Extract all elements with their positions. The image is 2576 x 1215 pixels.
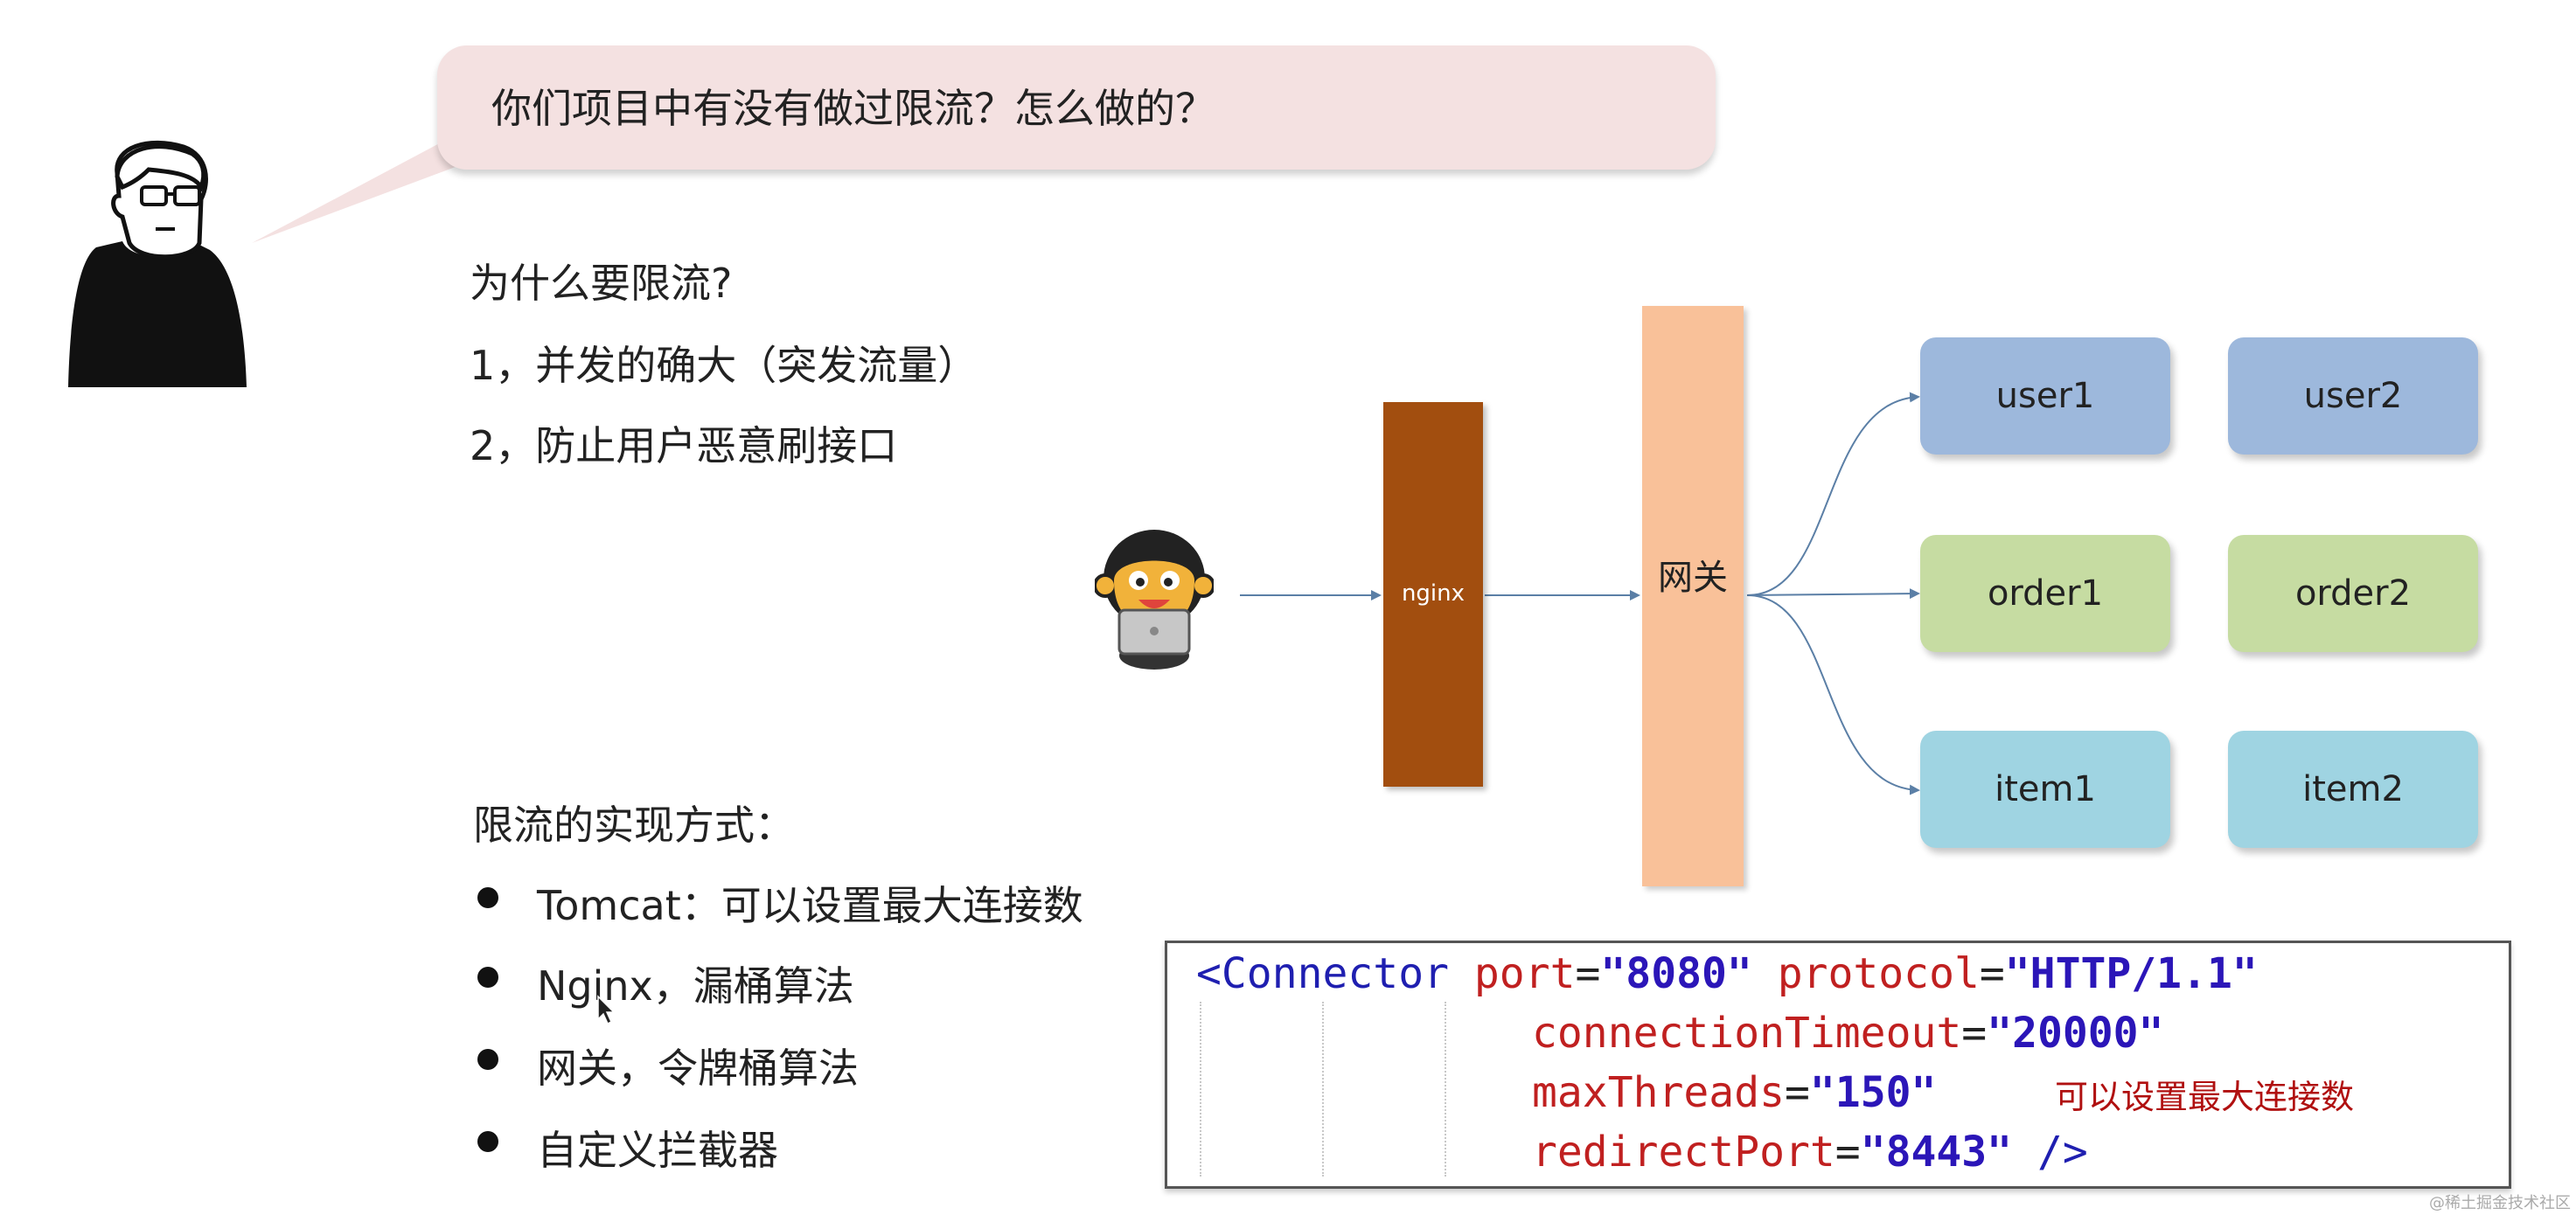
service-order1: order1 — [1920, 535, 2170, 652]
bullet-dot — [477, 1131, 498, 1152]
nginx-box — [1383, 402, 1483, 787]
code-timeout-val: "20000" — [1987, 1009, 2164, 1058]
methods-heading: 限流的实现方式： — [473, 802, 795, 849]
gateway-label: 网关 — [1658, 558, 1728, 598]
service-user2: user2 — [2228, 337, 2478, 455]
arrow-gateway-to-order — [1746, 588, 1920, 600]
code-port-val: "8080" — [1600, 949, 1752, 998]
question-text: 你们项目中有没有做过限流？怎么做的？ — [491, 85, 1215, 132]
bullet-dot — [477, 967, 498, 988]
nginx-label: nginx — [1401, 580, 1466, 607]
watermark: @稀土掘金技术社区 — [2429, 1194, 2571, 1212]
person-icon — [68, 140, 247, 387]
indent-guide — [1200, 1002, 1201, 1177]
code-line-4: redirectPort="8443" /> — [1532, 1128, 2088, 1177]
service-item2: item2 — [2228, 731, 2478, 848]
code-protocol-attr: protocol — [1777, 949, 1980, 998]
programmer-monkey-icon — [1095, 530, 1214, 670]
method-4: 自定义拦截器 — [537, 1127, 778, 1174]
indent-guide — [1322, 1002, 1324, 1177]
method-1: Tomcat：可以设置最大连接数 — [537, 882, 1083, 929]
method-2: Nginx，漏桶算法 — [537, 962, 854, 1010]
tomcat-connector-code — [1165, 941, 2511, 1189]
why-heading: 为什么要限流? — [470, 260, 733, 307]
speech-bubble-tail — [252, 140, 481, 243]
indent-guide — [1445, 1002, 1446, 1177]
code-threads-val: "150" — [1809, 1068, 1937, 1117]
code-protocol-val: "HTTP/1.1" — [2004, 949, 2258, 998]
reason-1: 1，并发的确大（突发流量） — [470, 342, 978, 389]
speech-bubble — [437, 45, 1716, 170]
code-line-2: connectionTimeout="20000" — [1532, 1009, 2164, 1058]
service-order2: order2 — [2228, 535, 2478, 652]
gateway-box — [1642, 306, 1744, 886]
code-line-1: <Connector port="8080" protocol="HTTP/1.… — [1196, 949, 2258, 998]
service-item1: item1 — [1920, 731, 2170, 848]
code-redirect-attr: redirectPort — [1532, 1128, 1835, 1177]
method-3: 网关，令牌桶算法 — [537, 1045, 859, 1092]
code-close: /> — [2036, 1128, 2088, 1177]
code-timeout-attr: connectionTimeout — [1532, 1009, 1962, 1058]
arrow-gateway-to-user — [1746, 392, 1920, 596]
code-note: 可以设置最大连接数 — [2055, 1078, 2355, 1116]
code-threads-attr: maxThreads — [1532, 1068, 1785, 1117]
arrow-gateway-to-item — [1746, 594, 1920, 795]
code-port-attr: port — [1473, 949, 1576, 998]
code-redirect-val: "8443" — [1860, 1128, 2013, 1177]
bullet-dot — [477, 1049, 498, 1070]
code-line-3: maxThreads="150" — [1532, 1068, 1937, 1117]
mouse-cursor-icon — [597, 995, 616, 1025]
bullet-dot — [477, 887, 498, 908]
reason-2: 2，防止用户恶意刷接口 — [470, 422, 898, 469]
service-user1: user1 — [1920, 337, 2170, 455]
code-tag: <Connector — [1196, 949, 1449, 998]
